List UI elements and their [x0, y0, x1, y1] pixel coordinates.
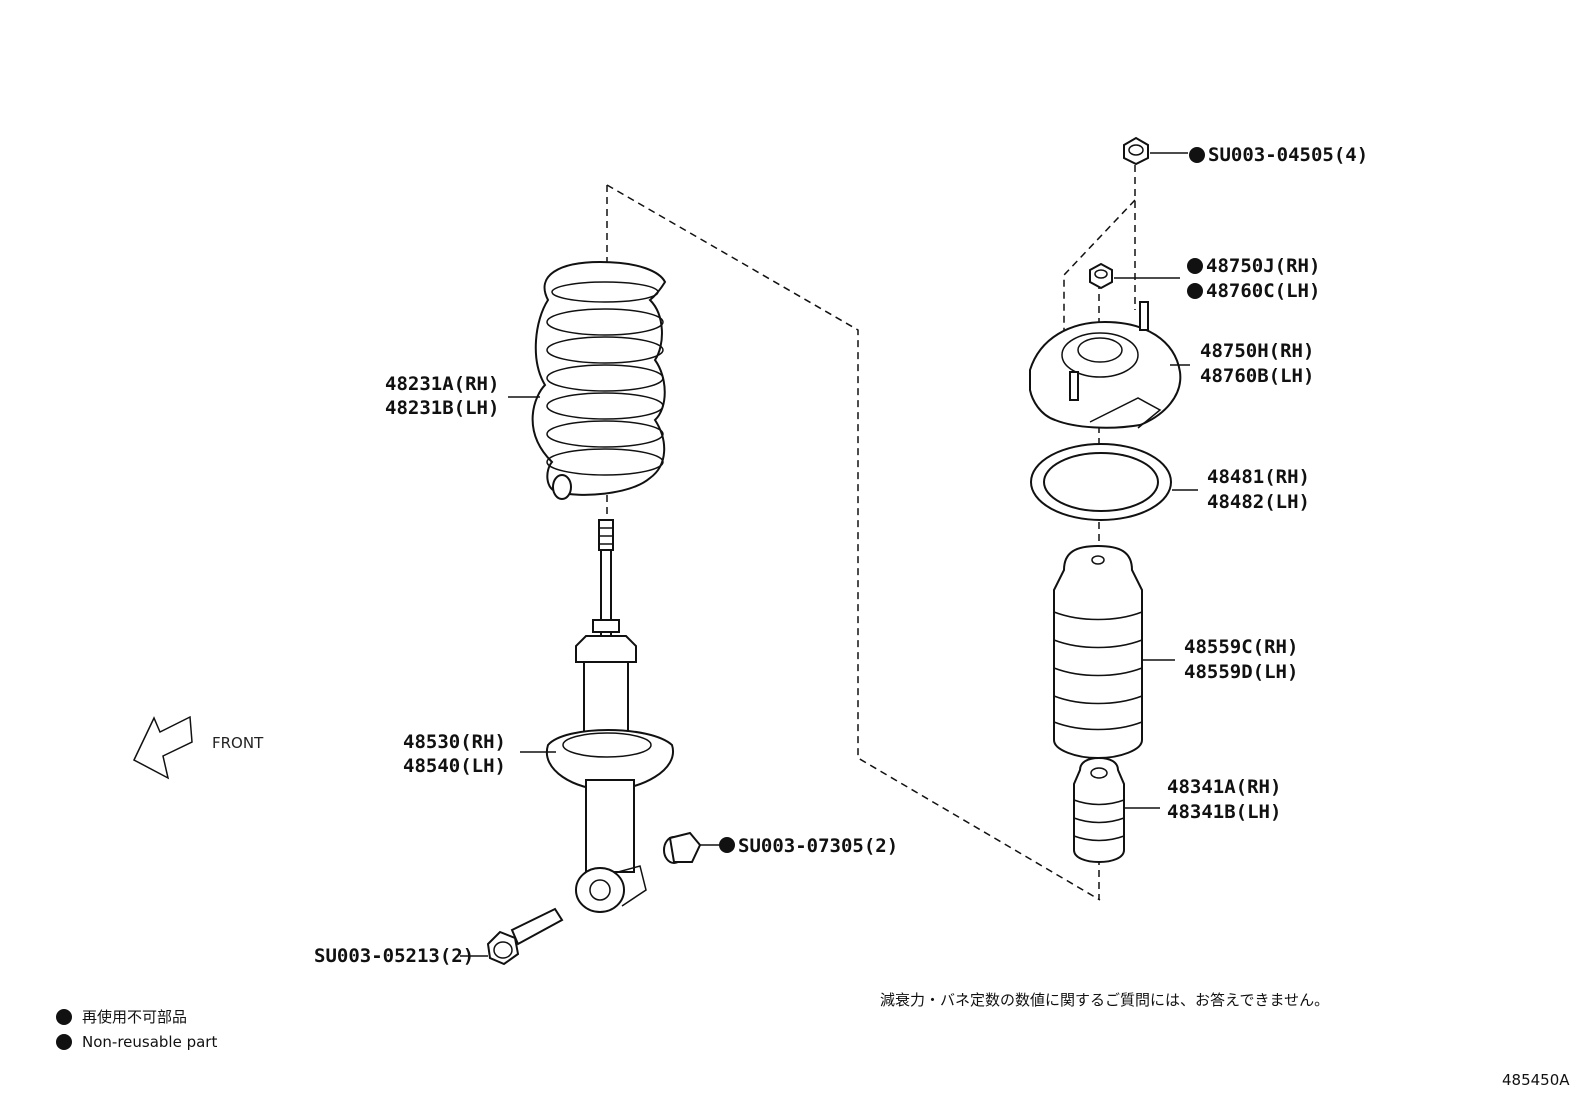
bump-stopper — [1073, 756, 1125, 864]
legend-en: Non-reusable part — [82, 1033, 217, 1051]
label-spring-rh: 48231A(RH) — [385, 373, 499, 395]
label-mount-nut-rh: 48750J(RH) — [1206, 255, 1320, 277]
label-bumper-rh: 48341A(RH) — [1167, 776, 1281, 798]
marker-mount-nut-rh — [1187, 258, 1203, 274]
part-labels: 48231A(RH) 48231B(LH) 48530(RH) 48540(LH… — [314, 144, 1368, 967]
coil-spring — [531, 260, 667, 500]
label-mount-nut-lh: 48760C(LH) — [1206, 280, 1320, 302]
marker-top-nut — [1189, 147, 1205, 163]
label-spring-lh: 48231B(LH) — [385, 397, 499, 419]
label-mount-rh: 48750H(RH) — [1200, 340, 1314, 362]
label-boot-lh: 48559D(LH) — [1184, 661, 1298, 683]
upper-mount — [1029, 301, 1182, 429]
leader-lines — [460, 152, 1198, 957]
label-seat-lh: 48482(LH) — [1207, 491, 1310, 513]
label-shock-lh: 48540(LH) — [403, 755, 506, 777]
legend-jp: 再使用不可部品 — [82, 1008, 187, 1026]
label-seat-rh: 48481(RH) — [1207, 466, 1310, 488]
label-top-nut: SU003-04505(4) — [1208, 144, 1368, 166]
assembly-guide-lines — [606, 165, 1136, 901]
non-reusable-markers — [56, 147, 1205, 1050]
diagram-id: 485450A — [1502, 1071, 1570, 1089]
front-direction-arrow: FRONT — [133, 715, 264, 780]
marker-legend-en — [56, 1034, 72, 1050]
label-bumper-lh: 48341B(LH) — [1167, 801, 1281, 823]
label-mount-lh: 48760B(LH) — [1200, 365, 1314, 387]
lower-bolt — [486, 907, 564, 966]
label-lower-nut: SU003-07305(2) — [738, 835, 898, 857]
marker-lower-nut — [719, 837, 735, 853]
note-japanese: 減衰力・バネ定数の数値に関するご質問には、お答えできません。 — [880, 991, 1329, 1009]
label-boot-rh: 48559C(RH) — [1184, 636, 1298, 658]
dust-boot — [1053, 544, 1143, 760]
top-nut — [1123, 136, 1149, 166]
marker-legend-jp — [56, 1009, 72, 1025]
label-shock-rh: 48530(RH) — [403, 731, 506, 753]
label-bolt: SU003-05213(2) — [314, 945, 474, 967]
marker-mount-nut-lh — [1187, 283, 1203, 299]
front-label: FRONT — [212, 734, 264, 752]
lower-mount-nut — [663, 831, 702, 864]
spring-seat — [1030, 443, 1172, 521]
shock-absorber — [545, 519, 675, 913]
mount-nut — [1089, 262, 1113, 290]
